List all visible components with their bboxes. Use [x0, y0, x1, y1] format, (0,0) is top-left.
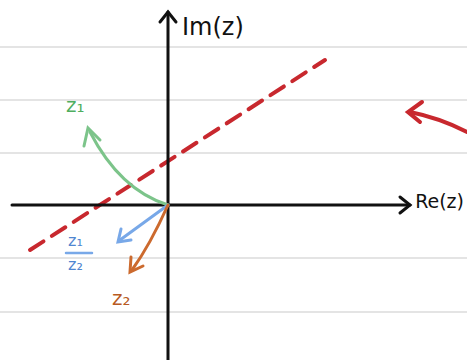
vectors	[66, 128, 168, 272]
ruled-lines	[0, 47, 467, 312]
axis-label: Im(z)	[182, 14, 244, 40]
dashed-line	[30, 60, 325, 250]
fraction-denominator: z₂	[68, 256, 83, 274]
axis-label: Re(z)	[415, 191, 464, 212]
vector-label: z₁	[66, 94, 85, 116]
fraction-numerator: z₁	[68, 232, 83, 250]
axes	[12, 12, 410, 360]
vector-label: z₂	[112, 287, 131, 309]
pointer-arrow	[408, 102, 467, 132]
